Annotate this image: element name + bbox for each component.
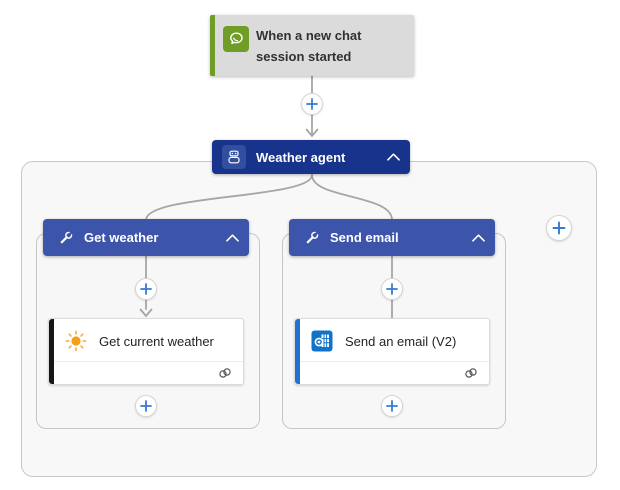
sun-icon (64, 329, 88, 353)
action-title: Send an email (V2) (345, 333, 457, 349)
branch-collapse-button[interactable] (223, 229, 241, 247)
bot-icon (222, 145, 246, 169)
action-title: Get current weather (99, 333, 214, 349)
connection-icon[interactable] (462, 365, 480, 381)
trigger-title: When a new chat session started (256, 28, 362, 64)
outlook-icon (310, 329, 334, 353)
chevron-up-icon (471, 233, 485, 242)
action-accent-bar (295, 319, 300, 384)
trigger-node[interactable]: When a new chat session started (210, 15, 414, 76)
action-card-footer (54, 361, 243, 384)
connection-icon[interactable] (216, 365, 234, 381)
branch-label: Get weather (84, 230, 159, 245)
action-card-get-current-weather[interactable]: Get current weather (48, 318, 244, 385)
chevron-up-icon (386, 153, 400, 161)
agent-collapse-button[interactable] (384, 148, 402, 166)
add-action-button-left-bottom[interactable] (135, 395, 157, 417)
action-accent-bar (49, 319, 54, 384)
branch-label: Send email (330, 230, 399, 245)
branch-header-send-email[interactable]: Send email (289, 219, 495, 256)
branch-header-get-weather[interactable]: Get weather (43, 219, 249, 256)
arrowhead-agent (305, 128, 319, 137)
agent-label: Weather agent (256, 149, 346, 165)
trigger-accent-bar (210, 15, 215, 76)
insert-action-button-top[interactable] (301, 93, 323, 115)
chevron-up-icon (225, 233, 239, 242)
insert-action-button-left[interactable] (135, 278, 157, 300)
add-action-button-right-bottom[interactable] (381, 395, 403, 417)
action-card-footer (300, 361, 489, 384)
insert-action-button-right[interactable] (381, 278, 403, 300)
chat-bubble-icon (223, 26, 249, 52)
agent-node[interactable]: Weather agent (212, 140, 410, 174)
wrench-icon (304, 230, 320, 246)
add-tool-button[interactable] (546, 215, 572, 241)
wrench-icon (58, 230, 74, 246)
action-card-send-an-email[interactable]: Send an email (V2) (294, 318, 490, 385)
branch-collapse-button[interactable] (469, 229, 487, 247)
